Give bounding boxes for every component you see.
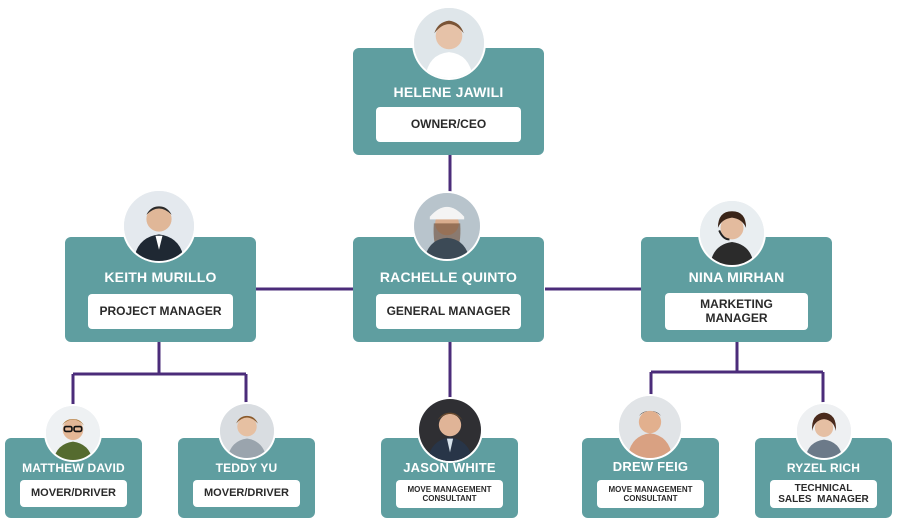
sm-name: RYZEL RICH xyxy=(786,461,861,475)
c2-role-line2: CONSULTANT xyxy=(623,494,678,503)
c1-role-line2: CONSULTANT xyxy=(422,494,477,503)
org-card-project-manager: KEITH MURILLO PROJECT MANAGER xyxy=(65,237,256,342)
pm-role: PROJECT MANAGER xyxy=(88,294,233,329)
avatar-pm-person-photo-icon xyxy=(124,191,194,261)
mm-role-line1: MARKETING xyxy=(700,296,773,311)
org-card-general-manager: RACHELLE QUINTO GENERAL MANAGER xyxy=(353,237,544,342)
avatar-d1-person-photo-icon xyxy=(46,406,100,460)
d1-name: MATTHEW DAVID xyxy=(22,461,125,475)
d1-role: MOVER/DRIVER xyxy=(20,480,127,507)
c2-role-line1: MOVE MANAGEMENT xyxy=(608,484,693,494)
ceo-role: OWNER/CEO xyxy=(376,107,521,142)
avatar-c1-person-photo-icon xyxy=(419,399,481,461)
c2-name: DREW FEIG xyxy=(612,459,689,474)
c1-role: MOVE MANAGEMENT CONSULTANT xyxy=(396,480,503,508)
gm-role: GENERAL MANAGER xyxy=(376,294,521,329)
mm-role-line2: MANAGER xyxy=(705,310,768,325)
avatar-d2-person-photo-icon xyxy=(220,404,274,458)
avatar-mm-person-photo-icon xyxy=(700,201,764,265)
c1-role-line1: MOVE MANAGEMENT xyxy=(407,484,492,494)
mm-name: NINA MIRHAN xyxy=(688,269,785,285)
avatar-sm-person-photo-icon xyxy=(797,404,851,458)
avatar-gm-person-photo-icon xyxy=(414,193,480,259)
sm-role-line1: TECHNICAL xyxy=(794,482,853,494)
ceo-name: HELENE JAWILI xyxy=(393,84,504,100)
sm-role: TECHNICAL SALES MANAGER xyxy=(770,480,877,508)
pm-name: KEITH MURILLO xyxy=(104,269,217,285)
sm-role-line2: SALES MANAGER xyxy=(778,494,869,505)
gm-name: RACHELLE QUINTO xyxy=(379,269,518,285)
org-card-consultant-1: JASON WHITE MOVE MANAGEMENT CONSULTANT xyxy=(381,438,518,518)
c1-name: JASON WHITE xyxy=(403,460,496,475)
d2-name: TEDDY YU xyxy=(215,461,278,475)
avatar-ceo-person-photo-icon xyxy=(414,8,484,78)
mm-role: MARKETING MANAGER xyxy=(665,293,808,330)
org-card-mover-driver-2: TEDDY YU MOVER/DRIVER xyxy=(178,438,315,518)
c2-role: MOVE MANAGEMENT CONSULTANT xyxy=(597,480,704,508)
avatar-c2-person-photo-icon xyxy=(619,396,681,458)
d2-role: MOVER/DRIVER xyxy=(193,480,300,507)
